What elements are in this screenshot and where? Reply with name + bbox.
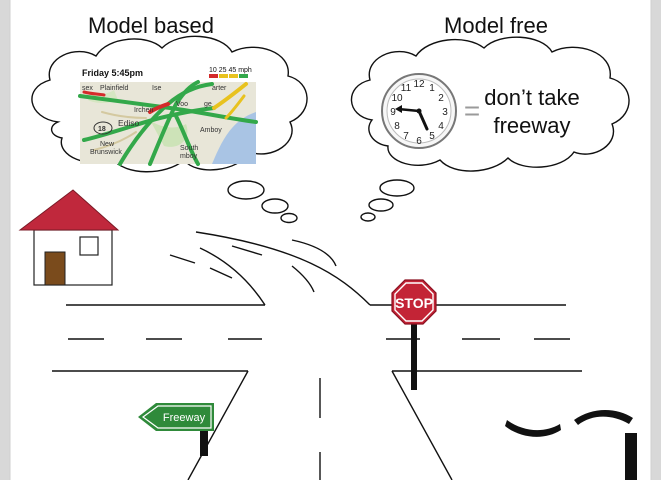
clock-number: 4	[438, 121, 444, 132]
map-time-label: Friday 5:45pm	[82, 68, 143, 78]
thought-bubble-right-1	[379, 179, 415, 197]
map-place: arter	[212, 85, 227, 92]
equals-sign: =	[464, 95, 480, 126]
map-place: sex	[82, 85, 93, 92]
map-place: mboy	[180, 153, 198, 160]
map-place: Ise	[152, 85, 161, 92]
stop-sign-label: STOP	[395, 295, 433, 311]
map-place: New	[100, 141, 115, 148]
clock-number: 5	[429, 131, 435, 142]
clock-number: 6	[416, 136, 422, 147]
road-network	[52, 231, 582, 480]
thought-bubble-right-2	[368, 198, 394, 212]
map-place: South	[180, 145, 198, 152]
map-place: Irchen	[134, 107, 154, 114]
clock-number: 11	[401, 83, 412, 94]
map-place: Amboy	[200, 127, 222, 134]
map-place: Plainfield	[100, 85, 129, 92]
clock-number: 1	[429, 83, 435, 94]
map-place: Brunswick	[90, 149, 122, 156]
house-icon	[18, 189, 120, 286]
clock-number: 9	[390, 107, 396, 118]
clock-icon: 12 1 2 3 4 5 6 7 8 9 10 11	[381, 73, 457, 149]
clock-number: 8	[394, 121, 400, 132]
thought-bubble-left-2	[261, 198, 289, 214]
map-route-shield: 18	[98, 126, 106, 133]
map-place: Ediso	[118, 118, 140, 128]
thought-bubble-right-3	[360, 212, 376, 222]
clock-number: 12	[413, 79, 425, 90]
clock-number: 7	[403, 131, 409, 142]
title-model-based: Model based	[88, 13, 214, 38]
rule-text-line2: freeway	[493, 113, 570, 138]
clock-number: 10	[391, 93, 403, 104]
map-place: ge	[204, 101, 212, 108]
clock-number: 2	[438, 93, 444, 104]
traffic-map: Friday 5:45pm 10 25 45 mph sex Plainfiel…	[78, 64, 258, 166]
thought-bubble-left-3	[280, 212, 298, 224]
clock-number: 3	[442, 107, 448, 118]
freeway-sign-label: Freeway	[163, 412, 206, 424]
title-model-free: Model free	[444, 13, 548, 38]
partial-figure	[505, 409, 637, 480]
thought-bubble-left-1	[227, 180, 265, 200]
freeway-sign: Freeway	[138, 403, 214, 456]
map-place: Voo	[176, 101, 188, 108]
stop-sign: STOP	[391, 279, 437, 390]
map-speed-legend: 10 25 45 mph	[209, 67, 252, 74]
rule-text-line1: don’t take	[484, 85, 579, 110]
